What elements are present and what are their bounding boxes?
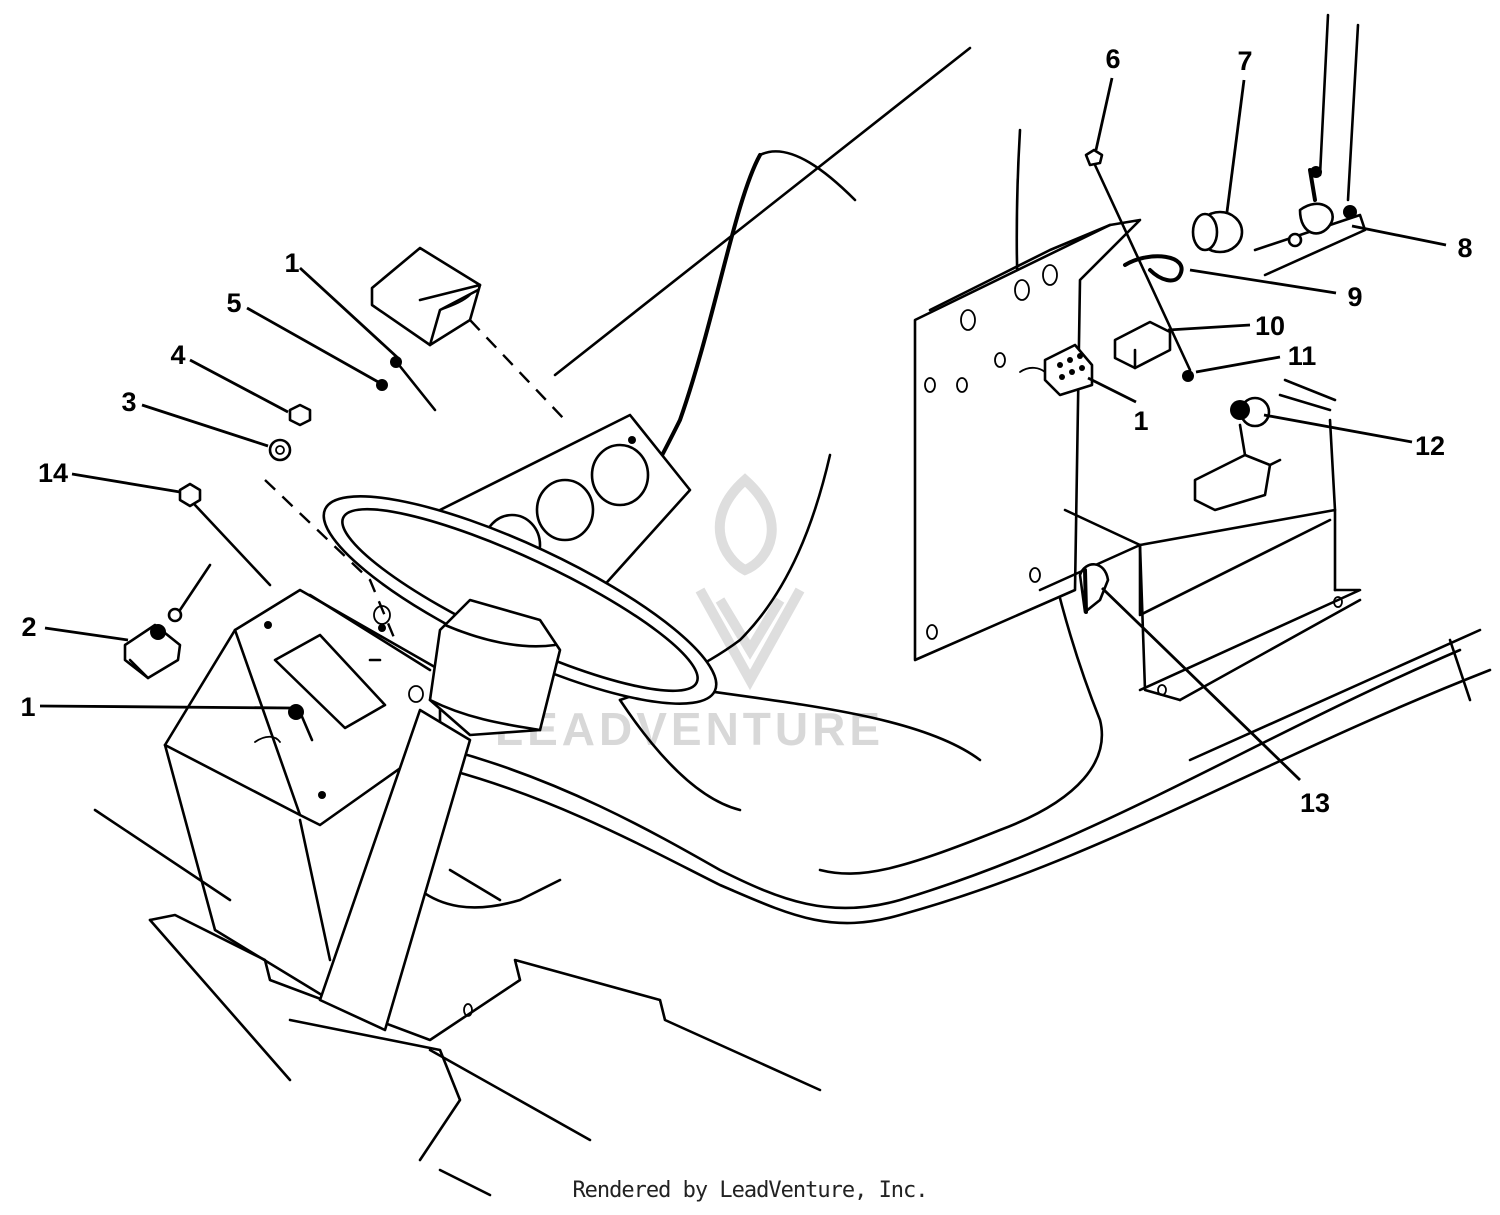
callout-1-top: 1: [284, 248, 299, 278]
callout-5: 5: [226, 288, 241, 318]
callout-1-console: 1: [20, 692, 35, 722]
leader-lines: [39, 77, 1447, 782]
toggle-switch-2-icon: [123, 563, 212, 680]
callout-2: 2: [21, 612, 36, 642]
callout-8: 8: [1457, 233, 1472, 263]
rear-panel: [913, 218, 1362, 702]
callout-9: 9: [1347, 282, 1362, 312]
rear-post: [1253, 13, 1367, 412]
seat-outline: [448, 46, 1492, 925]
knob-7-icon: [1191, 210, 1244, 254]
frame-outline: [93, 628, 1482, 1197]
callout-4: 4: [170, 340, 185, 370]
callout-labels: 1 5 4 3 14 2 1 6 7 8 9 10 11 1 12 13: [20, 44, 1472, 818]
instrument-cover: [370, 246, 482, 347]
key-switch-12-icon: [1193, 396, 1282, 512]
callout-11: 11: [1288, 341, 1317, 371]
cover-alignment-line: [469, 319, 566, 421]
callout-3: 3: [121, 387, 136, 417]
callout-6: 6: [1105, 44, 1120, 74]
callout-7: 7: [1237, 46, 1252, 76]
watermark-text: LEADVENTURE: [495, 703, 884, 755]
callout-12: 12: [1415, 431, 1445, 461]
connector-1-console-icon: [254, 704, 314, 743]
callout-13: 13: [1300, 788, 1330, 818]
washer-3-icon: [268, 438, 292, 462]
clip-13-icon: [1078, 563, 1110, 614]
watermark-logo-icon: [695, 473, 805, 691]
connector-1-panel-icon: [1019, 343, 1094, 397]
screw-6-icon: [1084, 148, 1192, 372]
callout-10: 10: [1255, 311, 1285, 341]
strap-9-icon: [1123, 254, 1184, 283]
screw-14-icon: [178, 482, 272, 587]
render-credit: Rendered by LeadVenture, Inc.: [572, 1178, 928, 1203]
callout-14: 14: [38, 458, 68, 488]
clamp-8-icon: [1287, 166, 1357, 248]
clip-assembly: [376, 356, 437, 412]
callout-1-panel: 1: [1133, 406, 1148, 436]
steering-wheel: [318, 495, 718, 1032]
switch-alignment-line: [264, 479, 397, 641]
screw-11-icon: [1182, 370, 1194, 382]
relay-10-icon: [1113, 320, 1172, 370]
nut-4-icon: [288, 403, 312, 427]
